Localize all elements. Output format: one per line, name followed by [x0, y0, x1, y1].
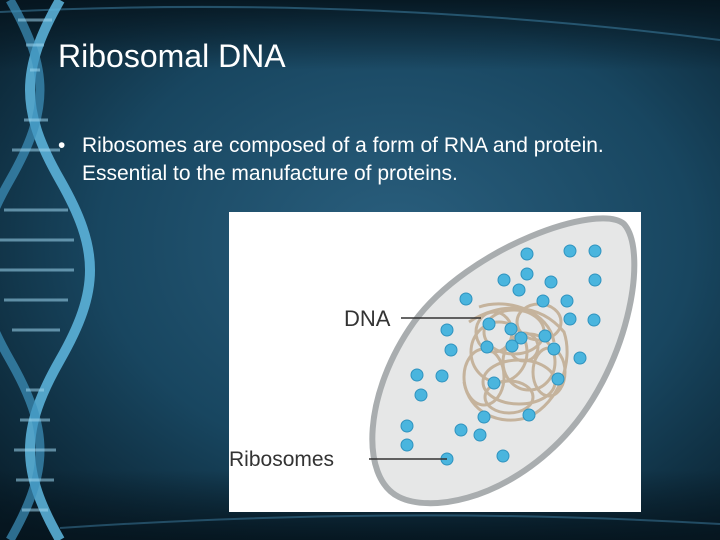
- bullet-marker: •: [58, 134, 66, 157]
- ribosome-dot-icon: [547, 342, 561, 356]
- ribosome-dot-icon: [444, 343, 458, 357]
- ribosome-dot-icon: [410, 368, 424, 382]
- ribosome-dot-icon: [573, 351, 587, 365]
- prokaryote-cell-diagram: DNA Ribosomes: [229, 212, 641, 512]
- ribosome-dot-icon: [563, 312, 577, 326]
- ribosome-dot-icon: [435, 369, 449, 383]
- ribosome-dot-icon: [587, 313, 601, 327]
- ribosome-dot-icon: [520, 247, 534, 261]
- ribosome-dot-icon: [454, 423, 468, 437]
- bullet-item: • Ribosomes are composed of a form of RN…: [58, 132, 658, 188]
- ribosome-dot-icon: [487, 376, 501, 390]
- ribosome-dot-icon: [588, 244, 602, 258]
- ribosome-dot-icon: [477, 410, 491, 424]
- ribosome-dot-icon: [414, 388, 428, 402]
- ribosome-dot-icon: [522, 408, 536, 422]
- ribosome-dot-icon: [459, 292, 473, 306]
- ribosome-dot-icon: [400, 419, 414, 433]
- ribosome-dot-icon: [496, 449, 510, 463]
- ribosome-dot-icon: [482, 317, 496, 331]
- ribosome-dot-icon: [440, 323, 454, 337]
- bullet-list: • Ribosomes are composed of a form of RN…: [58, 132, 658, 188]
- dna-label: DNA: [344, 306, 391, 331]
- ribosome-dot-icon: [480, 340, 494, 354]
- ribosome-dot-icon: [514, 331, 528, 345]
- ribosome-dot-icon: [551, 372, 565, 386]
- ribosome-dot-icon: [504, 322, 518, 336]
- ribosomes-label: Ribosomes: [229, 448, 334, 471]
- ribosome-dot-icon: [563, 244, 577, 258]
- ribosomes-group: [400, 244, 602, 466]
- ribosome-dot-icon: [588, 273, 602, 287]
- ribosome-dot-icon: [536, 294, 550, 308]
- ribosome-dot-icon: [520, 267, 534, 281]
- slide-title: Ribosomal DNA: [58, 38, 286, 74]
- ribosome-dot-icon: [544, 275, 558, 289]
- ribosome-dot-icon: [473, 428, 487, 442]
- ribosome-dot-icon: [560, 294, 574, 308]
- ribosome-dot-icon: [400, 438, 414, 452]
- bullet-text: Ribosomes are composed of a form of RNA …: [82, 134, 604, 185]
- ribosome-dot-icon: [538, 329, 552, 343]
- ribosome-dot-icon: [512, 283, 526, 297]
- ribosome-dot-icon: [505, 339, 519, 353]
- ribosome-dot-icon: [497, 273, 511, 287]
- dna-helix-icon: [0, 0, 95, 540]
